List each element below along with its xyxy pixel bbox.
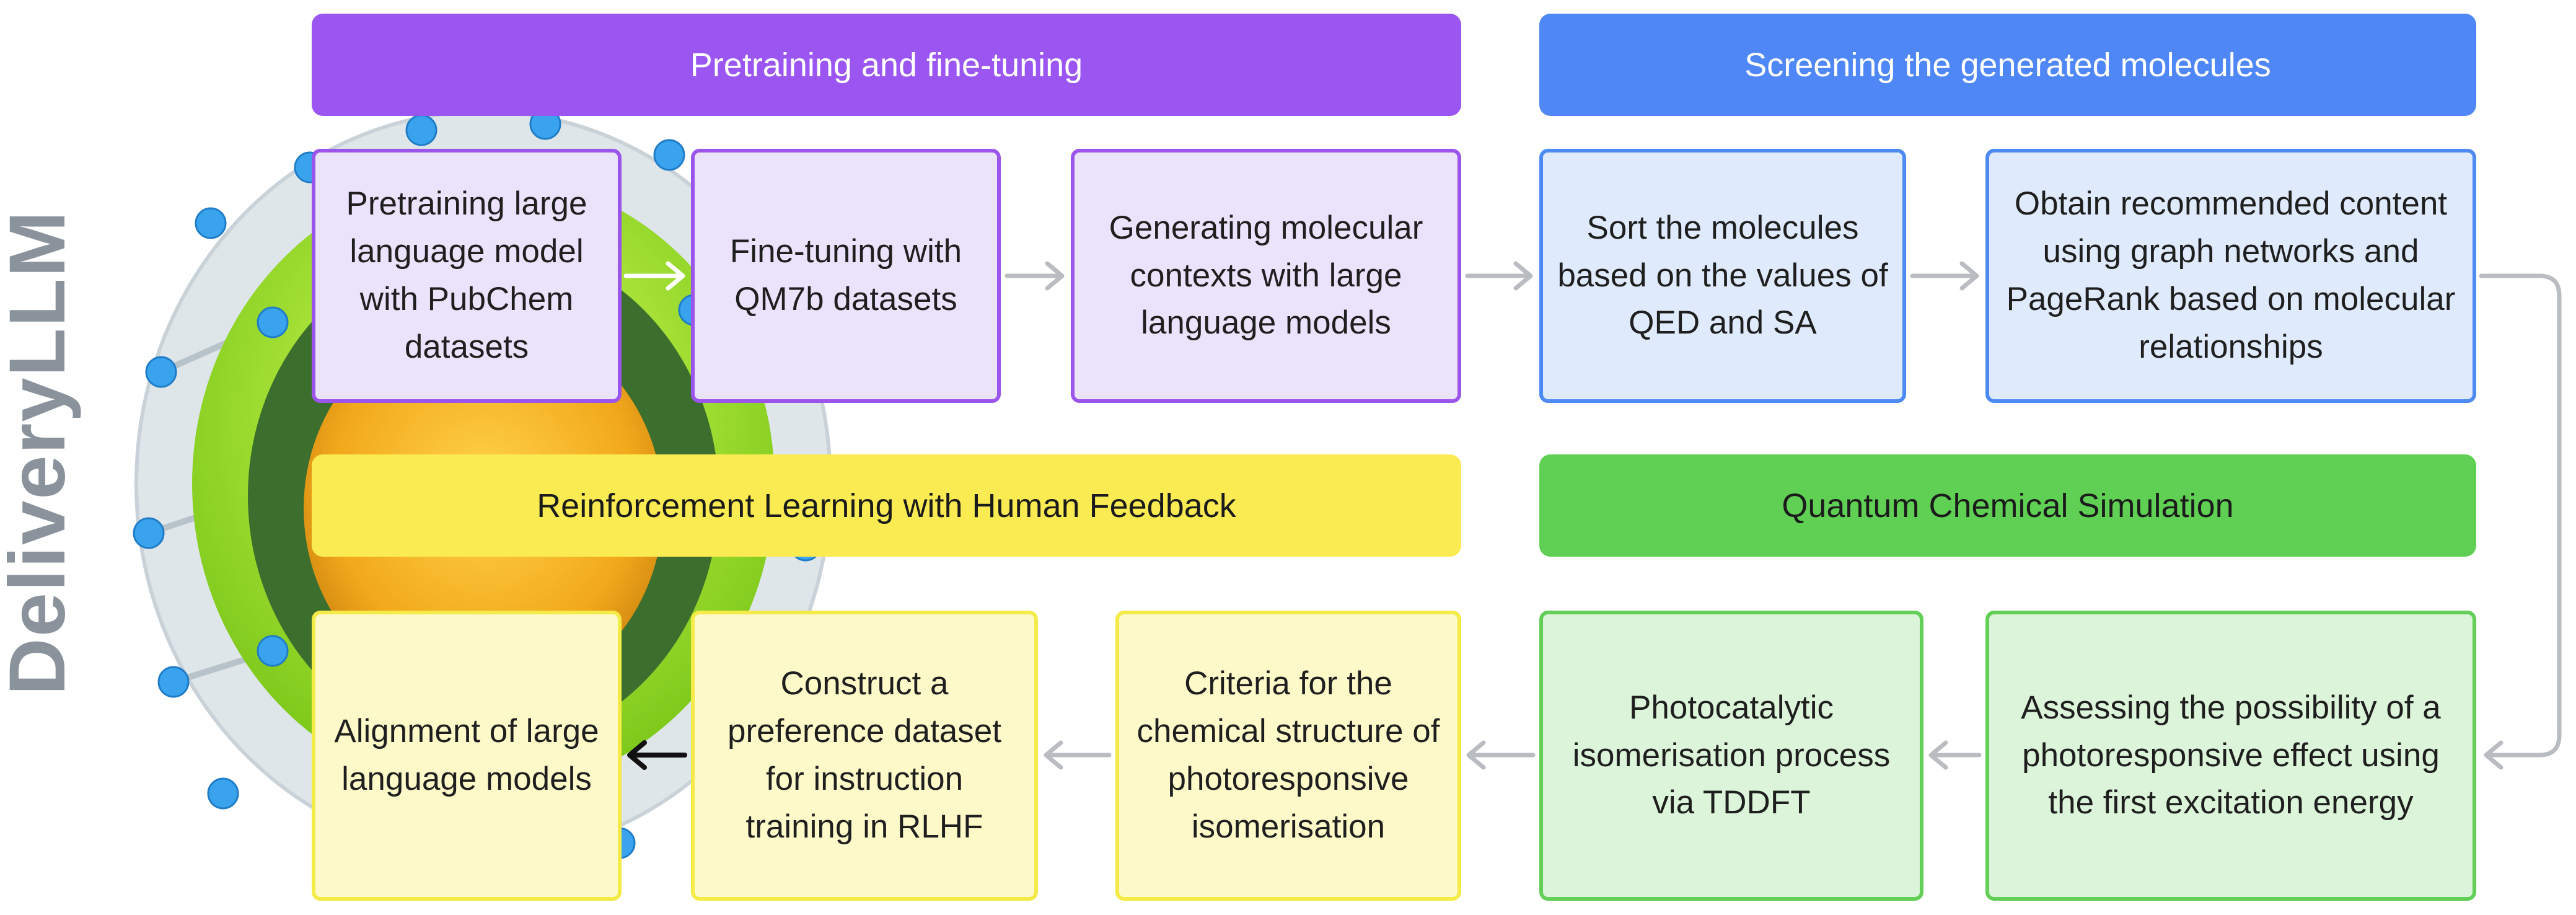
- box-fine-tuning: Fine-tuning with QM7b datasets: [691, 149, 1001, 403]
- header-rlhf: Reinforcement Learning with Human Feedba…: [312, 454, 1461, 557]
- box-pretraining-llm: Pretraining large language model with Pu…: [312, 149, 622, 403]
- box-recommended-content: Obtain recommended content using graph n…: [1985, 149, 2476, 403]
- header-screening: Screening the generated molecules: [1539, 14, 2476, 116]
- arrow-pretrain-to-finetune: [623, 261, 685, 291]
- header-quantum: Quantum Chemical Simulation: [1539, 454, 2476, 557]
- box-criteria: Criteria for the chemical structure of p…: [1115, 611, 1461, 901]
- arrow-sort-to-recommend: [1910, 261, 1979, 291]
- box-generating-contexts: Generating molecular contexts with large…: [1071, 149, 1461, 403]
- arrow-photocatalytic-to-criteria: [1466, 740, 1536, 770]
- arrow-preference-to-alignment: [627, 740, 687, 770]
- box-preference-dataset: Construct a preference dataset for instr…: [691, 611, 1038, 901]
- box-assessing-effect: Assessing the possibility of a photoresp…: [1985, 611, 2476, 901]
- header-pretraining: Pretraining and fine-tuning: [312, 14, 1461, 116]
- box-photocatalytic: Photocatalytic isomerisation process via…: [1539, 611, 1923, 901]
- arrow-finetune-to-generate: [1004, 261, 1065, 291]
- arrow-recommend-to-assess: [2479, 273, 2562, 770]
- arrow-generate-to-sort: [1465, 261, 1533, 291]
- arrow-criteria-to-preference: [1044, 740, 1112, 770]
- box-sort-molecules: Sort the molecules based on the values o…: [1539, 149, 1906, 403]
- arrow-assess-to-photocatalytic: [1928, 740, 1982, 770]
- box-alignment: Alignment of large language models: [312, 611, 622, 901]
